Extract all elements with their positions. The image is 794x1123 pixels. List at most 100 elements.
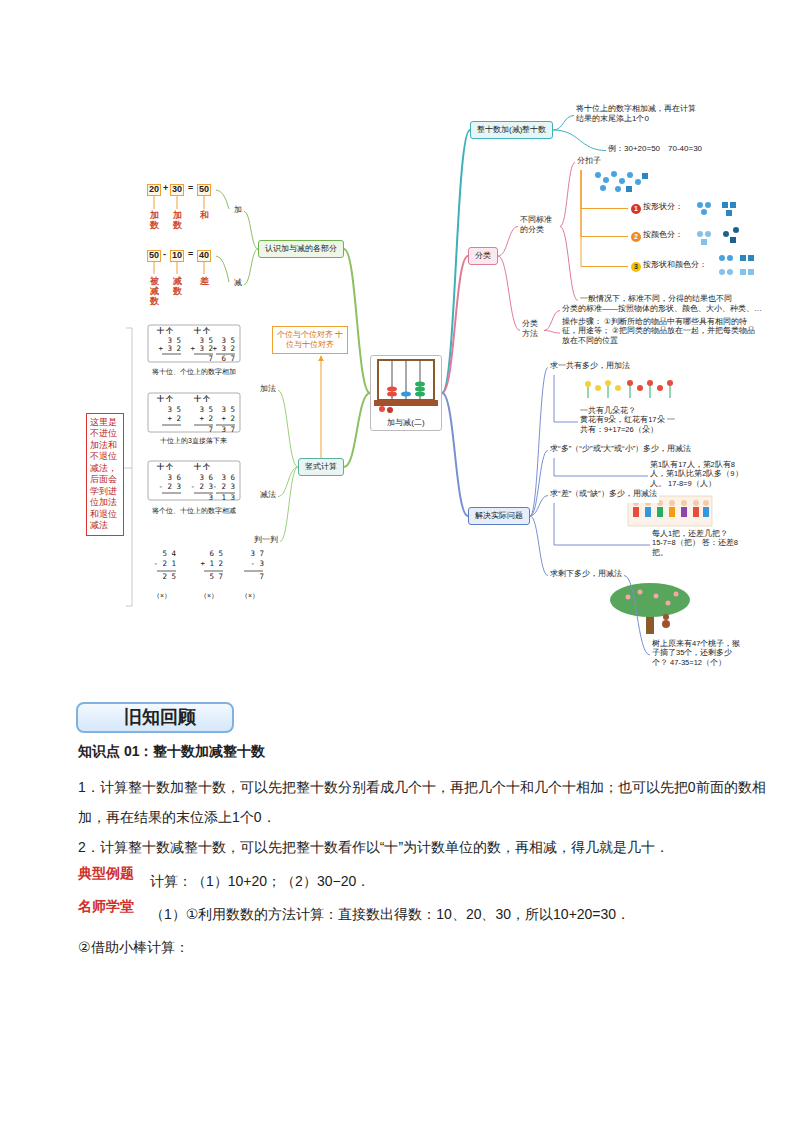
digit-row: 3 5 <box>167 406 181 414</box>
node-text: 分类方法 <box>522 319 542 339</box>
part-name: 加数 <box>150 211 159 231</box>
center-topic: 加与减(二) <box>370 355 442 431</box>
digit-row: 5 7 <box>209 573 223 581</box>
digit-row: 5 4 <box>162 550 176 558</box>
digit-row: 3 6 <box>167 474 181 482</box>
node-text: 树上原来有47个桃子，猴子摘了35个，还剩多少个？ 47-35=12（个） <box>652 639 748 667</box>
connector <box>344 249 370 393</box>
peach-tree-picture <box>610 583 690 634</box>
digit-row: 3 5 <box>167 337 181 345</box>
digit-row: - 2 3 <box>190 483 213 491</box>
digit-row: 7 <box>259 573 264 581</box>
node-text: 竖式计算 <box>305 462 337 472</box>
judge-mark: （×） <box>200 592 218 600</box>
node-text: 认识加与减的各部分 <box>265 244 337 254</box>
branch-topic: 整十数加(减)整十数 <box>470 121 553 139</box>
connector <box>553 130 606 151</box>
digit-row: + 3 2 <box>212 345 235 353</box>
node-text: 求“多”（“少”或“大”或“小”）多少，用减法 <box>550 444 691 454</box>
connector <box>530 368 548 517</box>
paragraph: 1．计算整十数加整十数，可以先把整十数分别看成几个十，再把几个十和几个十相加；也… <box>78 772 790 832</box>
digit-row: 3 6 <box>221 474 235 482</box>
connector <box>560 163 575 227</box>
digit-row: - 2 3 <box>212 483 235 491</box>
branch-topic: 竖式计算 <box>298 458 344 476</box>
step-number: 1 <box>631 204 641 214</box>
operator: = <box>188 250 193 260</box>
digit-row: 3 5 <box>221 337 235 345</box>
node-text: 按颜色分： <box>643 230 683 240</box>
judge-mark: （×） <box>153 592 171 600</box>
node-text: 判一判 <box>254 535 278 545</box>
judge-mark: （×） <box>241 592 259 600</box>
section-heading: 知识点 01：整十数加减整十数 <box>78 744 265 759</box>
subtopic: 判一判 <box>252 534 280 549</box>
subtopic: 减法 <box>258 489 278 504</box>
subtopic: 分类方法 <box>520 318 544 343</box>
node-text: 求剩下多少，用减法 <box>550 569 622 579</box>
node-text: 减法 <box>260 490 276 500</box>
digit-row: 3 <box>208 494 213 502</box>
node-text: 按形状分： <box>643 202 683 212</box>
digit-row: + 2 <box>167 415 181 423</box>
digit-row: 3 5 <box>221 406 235 414</box>
node-text: 旧知回顾 <box>124 705 232 729</box>
subtopic: 求“差”（或“缺”）多少，用减法 <box>548 488 659 503</box>
digit-row: 2 5 <box>162 573 176 581</box>
connector <box>581 170 628 209</box>
digit-row: + 3 2 <box>190 345 213 353</box>
connector <box>278 391 298 468</box>
subtopic: 求剩下多少，用减法 <box>548 568 624 583</box>
abacus-picture <box>374 360 438 413</box>
step-caption: 将个位、十位上的数字相减 <box>152 507 236 515</box>
step-caption: 将十位、个位上的数字相加 <box>152 368 236 376</box>
digit-row: 1 3 <box>221 494 235 502</box>
digit-row: 3 6 <box>199 474 213 482</box>
digit-row: + 2 <box>199 415 213 423</box>
number-box: 40 <box>197 250 211 262</box>
digit-row: + 3 2 <box>158 345 181 353</box>
connector <box>530 516 548 576</box>
connector <box>442 256 468 393</box>
place-header: 十 个 <box>194 395 210 403</box>
part-name: 减数 <box>173 277 182 297</box>
operator: - <box>163 250 166 260</box>
digit-row: 3 5 <box>199 406 213 414</box>
digit-row: 6 7 <box>221 355 235 363</box>
node-text: 解决实际问题 <box>475 511 523 521</box>
connector <box>280 467 298 542</box>
operator: + <box>163 184 168 194</box>
node-text: 例：30+20=50 70-40=30 <box>608 144 702 154</box>
operator: = <box>188 184 193 194</box>
example-text: 例：30+20=50 70-40=30 <box>606 143 704 158</box>
connector <box>544 311 560 331</box>
place-header: 十 个 <box>157 395 173 403</box>
example-text: 每人1把，还差几把？ 15-7=8（把） 答：还差8把。 <box>650 528 740 562</box>
connector <box>553 116 574 131</box>
node-text: 分扣子 <box>577 156 601 166</box>
connector <box>244 249 258 285</box>
subtopic: 求“多”（“少”或“大”或“小”）多少，用减法 <box>548 443 693 458</box>
note-text: 将十位上的数字相加减，再在计算结果的末尾添上1个0 <box>574 103 699 128</box>
node-text: 分类 <box>475 251 491 261</box>
subtopic: 不同标准的分类 <box>518 214 560 239</box>
subtopic: 加 <box>232 204 244 219</box>
node-text: 分类的标准——按照物体的形状、颜色、大小、种类、… <box>562 304 762 314</box>
callout-box: 个位与个位对齐 十位与十位对齐 <box>272 326 348 354</box>
connector <box>498 227 518 257</box>
digit-row: 7 <box>208 355 213 363</box>
node-text: 整十数加(减)整十数 <box>477 125 546 135</box>
connector <box>554 503 650 545</box>
connector <box>530 496 548 517</box>
digit-row: - 2 1 <box>153 560 176 568</box>
part-name: 差 <box>200 277 209 287</box>
connector <box>442 393 468 516</box>
connector <box>498 256 520 331</box>
connector <box>244 212 258 250</box>
subtopic: 分扣子 <box>575 155 603 170</box>
node-text: 这里是不进位加法和不退位减法，后面会学到进位加法和退位减法 <box>90 417 120 532</box>
connector <box>544 331 560 334</box>
step-number: 3 <box>631 262 641 272</box>
node-text: 加与减(二) <box>373 418 439 428</box>
digit-row: 7 <box>208 426 213 434</box>
